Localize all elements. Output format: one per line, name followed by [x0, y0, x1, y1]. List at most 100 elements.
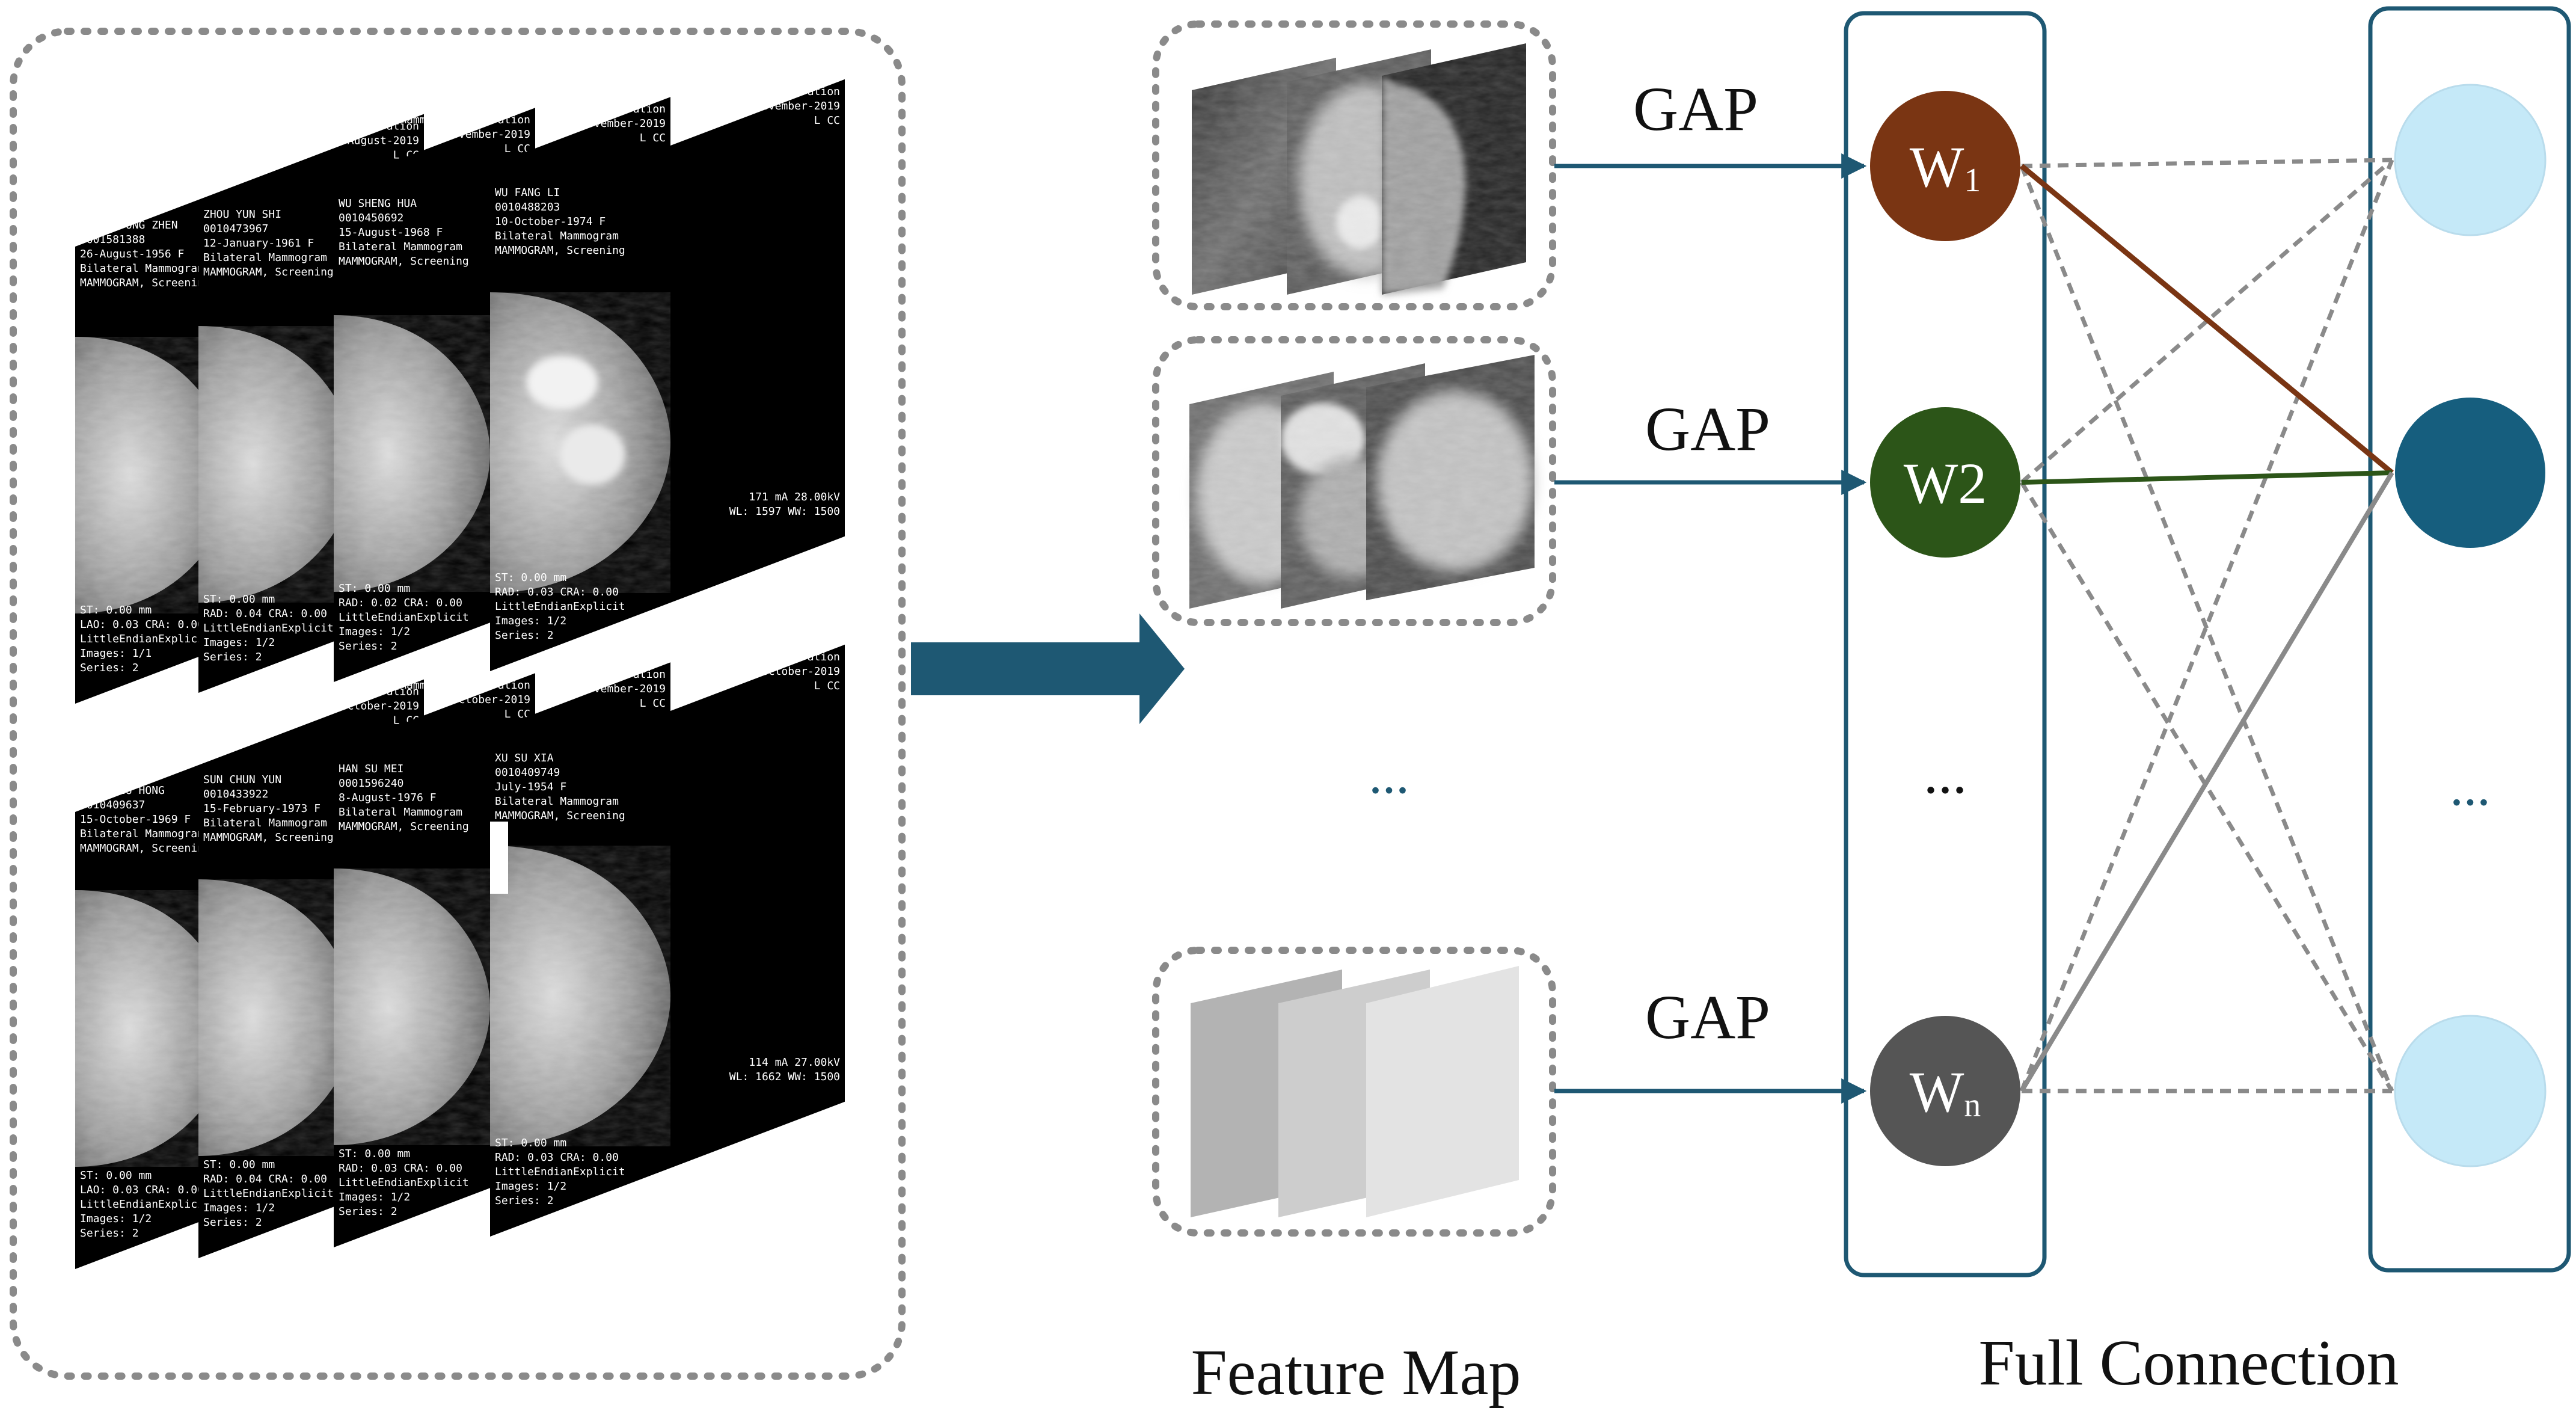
- image-count: Images: 1/2: [339, 1191, 410, 1203]
- input-panel-border: [10, 28, 906, 1380]
- patient-id: 0010433922: [203, 788, 268, 801]
- image-count: Images: 1/2: [495, 1180, 566, 1193]
- study-date: 18-November-2019: [562, 683, 666, 695]
- device-line: Mammomat Inspiration: [710, 651, 840, 663]
- device-line: Mammomat Inspiration: [289, 120, 419, 133]
- angle-info: RAD: 0.04 CRA: 0.00: [203, 607, 327, 620]
- transfer-syntax: LittleEndianExplicit: [203, 622, 334, 635]
- edge-wn-o2: [2019, 471, 2394, 1093]
- patient-name: HAN SU MEI: [339, 763, 403, 775]
- modality-line-1: Bilateral Mammogram: [80, 828, 204, 840]
- output-node-3: [2394, 1015, 2547, 1167]
- view-label: L CC: [814, 114, 840, 127]
- hidden-node-w2-label: W2: [1904, 451, 1987, 515]
- feature-map-box-n: [1152, 947, 1556, 1237]
- series-number: Series: 2: [203, 651, 262, 663]
- gap-label-2: GAP: [1645, 395, 1770, 464]
- modality-line-2: MAMMOGRAM, Screening: [339, 820, 469, 833]
- output-nodes: ...: [2394, 84, 2547, 1167]
- patient-dob: 12-January-1961 F: [203, 237, 314, 250]
- feature-map-2-slices: [1189, 355, 1535, 609]
- device-line: Mammomat Inspiration: [400, 679, 530, 692]
- edge-w2-o3: [2020, 481, 2394, 1092]
- transfer-syntax: LittleEndianExplicit: [80, 1198, 210, 1211]
- series-number: Series: 2: [80, 662, 139, 674]
- patient-name: XU SU XIA: [495, 752, 554, 764]
- modality-line-2: MAMMOGRAM, Screening: [80, 842, 210, 855]
- angle-info: LAO: 0.03 CRA: 0.00: [80, 1184, 204, 1196]
- feature-map-label: Feature Map: [1191, 1337, 1521, 1409]
- modality-line-1: Bilateral Mammogram: [495, 230, 619, 242]
- modality-line-2: MAMMOGRAM, Screening: [339, 255, 469, 268]
- study-date: 28-November-2019: [736, 100, 840, 112]
- study-date: 19-November-2019: [426, 128, 530, 141]
- slice-thickness: ST: 0.00 mm: [203, 1158, 275, 1171]
- patient-id: 0010488203: [495, 201, 560, 214]
- modality-line-1: Bilateral Mammogram: [203, 251, 327, 264]
- feature-map-column: ... Feature Map: [1152, 20, 1556, 1409]
- modality-line-1: Bilateral Mammogram: [339, 241, 462, 253]
- patient-name: LIANG YONG ZHEN: [80, 219, 178, 232]
- hidden-node-wn: [1870, 1016, 2020, 1166]
- output-layer-ellipsis: ...: [2450, 757, 2491, 817]
- modality-line-1: Bilateral Mammogram: [203, 817, 327, 829]
- study-date: 12-November-2019: [562, 117, 666, 130]
- series-number: Series: 2: [339, 1205, 397, 1218]
- edge-wn-o1: [2019, 159, 2394, 1092]
- window-info: WL: 1597 WW: 1500: [729, 505, 840, 518]
- patient-id: 0010409749: [495, 766, 560, 779]
- hidden-node-w1-sub: 1: [1964, 162, 1981, 199]
- feature-map-box-2: [1152, 336, 1556, 626]
- series-number: Series: 2: [339, 640, 397, 653]
- transfer-syntax: LittleEndianExplicit: [80, 633, 210, 645]
- angle-info: RAD: 0.03 CRA: 0.00: [495, 1151, 619, 1164]
- patient-name: ZHOU YUN SHI: [203, 208, 281, 221]
- image-count: Images: 1/1: [80, 647, 152, 660]
- mammogram-stack-top: LIANG YONG ZHEN000158138826-August-1956 …: [75, 79, 845, 704]
- patient-dob: July-1954 F: [495, 781, 566, 793]
- transfer-syntax: LittleEndianExplicit: [495, 600, 625, 613]
- slice-thickness: ST: 0.00 mm: [495, 571, 566, 584]
- exposure-info: 114 mA 27.00kV: [749, 1056, 840, 1069]
- full-connection-label: Full Connection: [1979, 1327, 2399, 1399]
- angle-info: RAD: 0.02 CRA: 0.00: [339, 597, 462, 609]
- patient-id: 0001596240: [339, 777, 403, 790]
- device-line: Mammomat Inspiration: [400, 114, 530, 126]
- hidden-node-w2-base: W2: [1904, 451, 1987, 515]
- angle-info: LAO: 0.03 CRA: 0.00: [80, 618, 204, 631]
- transfer-syntax: LittleEndianExplicit: [339, 1176, 469, 1189]
- hidden-nodes: W1 W2 Wn ...: [1870, 91, 2020, 1166]
- hidden-node-w1-label: W1: [1910, 135, 1981, 199]
- modality-line-2: MAMMOGRAM, Screening: [203, 831, 334, 844]
- angle-info: RAD: 0.03 CRA: 0.00: [339, 1162, 462, 1175]
- modality-line-2: MAMMOGRAM, Screening: [203, 266, 334, 278]
- connection-lines: [2019, 158, 2394, 1093]
- slice-thickness: ST: 0.00 mm: [203, 593, 275, 606]
- angle-info: RAD: 0.04 CRA: 0.00: [203, 1173, 327, 1185]
- view-label: L CC: [504, 143, 530, 155]
- feature-map-n-slices: [1191, 966, 1519, 1217]
- hidden-node-wn-sub: n: [1964, 1087, 1981, 1124]
- input-to-feature-arrow: [911, 613, 1185, 724]
- transfer-syntax: LittleEndianExplicit: [339, 611, 469, 624]
- modality-line-2: MAMMOGRAM, Screening: [80, 277, 210, 289]
- edge-w1-o1: [2021, 158, 2393, 168]
- image-count: Images: 1/2: [495, 615, 566, 627]
- image-count: Images: 1/2: [203, 636, 275, 649]
- patient-id: 0010450692: [339, 212, 403, 224]
- series-number: Series: 2: [495, 1194, 554, 1207]
- edge-w2-o1: [2020, 158, 2394, 484]
- modality-line-2: MAMMOGRAM, Screening: [495, 244, 625, 257]
- output-node-1: [2394, 84, 2547, 236]
- slice-thickness: ST: 0.00 mm: [339, 1148, 410, 1160]
- edge-w2-o2: [2021, 470, 2393, 485]
- hidden-node-w2: [1870, 407, 2020, 558]
- device-line: Mammomat Inspiration: [710, 85, 840, 98]
- patient-dob: 10-October-1974 F: [495, 215, 606, 228]
- view-label: L CC: [640, 697, 666, 710]
- patient-id: 0001581388: [80, 233, 145, 246]
- device-line: Mammomat Inspiration: [535, 668, 666, 681]
- transfer-syntax: LittleEndianExplicit: [495, 1166, 625, 1178]
